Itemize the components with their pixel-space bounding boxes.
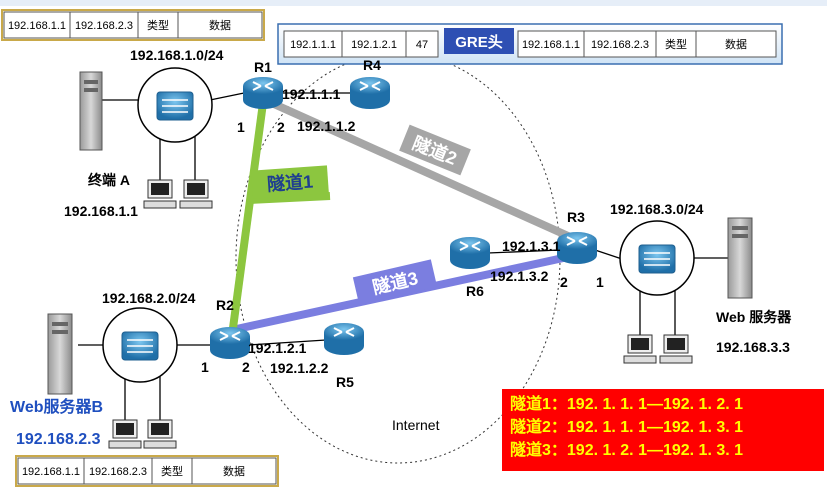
packet-gre: 192.1.1.1 192.1.2.1 47 GRE头 192.168.1.1 … xyxy=(277,23,783,65)
r3-port1: 1 xyxy=(596,274,604,290)
r2-port1: 1 xyxy=(201,359,209,375)
packet-top-left-dst: 192.168.2.3 xyxy=(75,20,133,32)
switch-net2 xyxy=(102,307,178,383)
router-r6 xyxy=(450,237,490,269)
web-server-name: Web 服务器 xyxy=(716,309,792,325)
pc-net3-b xyxy=(659,334,693,364)
internet-label: Internet xyxy=(392,417,440,433)
r4-name: R4 xyxy=(363,57,381,73)
tunnel1-line xyxy=(229,102,267,329)
web-server-b-ip: 192.168.2.3 xyxy=(16,431,101,448)
r5-ip: 192.1.2.2 xyxy=(270,360,329,376)
packet-bottom: 192.168.1.1 192.168.2.3 类型 数据 xyxy=(15,455,279,487)
packet-top-left-src: 192.168.1.1 xyxy=(8,20,66,32)
top-band xyxy=(0,0,827,6)
r1-ip: 192.1.1.1 xyxy=(282,86,341,102)
switch-net1 xyxy=(137,67,213,143)
router-r3 xyxy=(557,232,597,264)
tunnel-legend: 隧道1：192. 1. 1. 1—192. 1. 2. 1 隧道2：192. 1… xyxy=(502,389,824,471)
gre-protocol: 47 xyxy=(416,39,428,51)
packet-top-left-type: 类型 xyxy=(147,18,169,32)
r3-name: R3 xyxy=(567,209,585,225)
pc-net1-b xyxy=(179,179,213,209)
gre-outer-dst: 192.1.2.1 xyxy=(351,39,397,51)
legend-tunnel1: 隧道1：192. 1. 1. 1—192. 1. 2. 1 xyxy=(510,394,743,413)
r2-port2: 2 xyxy=(242,359,250,375)
terminal-a-ip: 192.168.1.1 xyxy=(64,203,138,219)
tunnel1-label: 隧道1 xyxy=(266,170,313,194)
tunnel1-tag: 隧道1 xyxy=(251,165,329,199)
web-server-b-name: Web服务器B xyxy=(10,397,103,416)
r5-name: R5 xyxy=(336,374,354,390)
r4-ip: 192.1.1.2 xyxy=(297,118,356,134)
links xyxy=(78,92,728,420)
r6-ip: 192.1.3.2 xyxy=(490,268,549,284)
pc-net2-b xyxy=(143,419,177,449)
r1-name: R1 xyxy=(254,59,272,75)
packet-bottom-type: 类型 xyxy=(161,464,183,478)
packet-bottom-data: 数据 xyxy=(223,464,245,478)
net1-label: 192.168.1.0/24 xyxy=(130,47,224,63)
r6-name: R6 xyxy=(466,283,484,299)
packet-bottom-dst: 192.168.2.3 xyxy=(89,466,147,478)
pc-net3-a xyxy=(623,334,657,364)
packet-top-left-data: 数据 xyxy=(209,18,231,32)
packet-bottom-src: 192.168.1.1 xyxy=(22,466,80,478)
gre-inner-dst: 192.168.2.3 xyxy=(591,39,649,51)
router-r5 xyxy=(324,323,364,355)
r3-ip: 192.1.3.1 xyxy=(502,238,561,254)
router-r4 xyxy=(350,77,390,109)
router-r1 xyxy=(243,77,283,109)
tunnel2-line xyxy=(263,96,579,244)
router-r2 xyxy=(210,327,250,359)
r2-name: R2 xyxy=(216,297,234,313)
terminal-a-name: 终端 A xyxy=(88,172,130,188)
tunnel1-flag-line xyxy=(249,192,331,204)
web-server-ip: 192.168.3.3 xyxy=(716,339,790,355)
r1-port2: 2 xyxy=(277,119,285,135)
switch-net3 xyxy=(619,220,695,296)
net3-label: 192.168.3.0/24 xyxy=(610,201,704,217)
legend-tunnel3: 隧道3：192. 1. 2. 1—192. 1. 3. 1 xyxy=(510,440,743,459)
net2-label: 192.168.2.0/24 xyxy=(102,290,196,306)
gre-header-label: GRE头 xyxy=(455,34,503,51)
gre-data: 数据 xyxy=(725,37,747,51)
r1-port1: 1 xyxy=(237,119,245,135)
pc-net2-a xyxy=(108,419,142,449)
legend-tunnel2: 隧道2：192. 1. 1. 1—192. 1. 3. 1 xyxy=(510,417,743,436)
pc-net1-a xyxy=(143,179,177,209)
server-net1 xyxy=(79,71,103,151)
gre-inner-src: 192.168.1.1 xyxy=(522,39,580,51)
server-web xyxy=(727,217,753,299)
gre-type: 类型 xyxy=(665,37,687,51)
server-web-b xyxy=(47,313,73,395)
r3-port2: 2 xyxy=(560,274,568,290)
gre-outer-src: 192.1.1.1 xyxy=(290,39,336,51)
packet-top-left: 192.168.1.1 192.168.2.3 类型 数据 xyxy=(1,9,265,41)
r2-ip: 192.1.2.1 xyxy=(248,340,307,356)
